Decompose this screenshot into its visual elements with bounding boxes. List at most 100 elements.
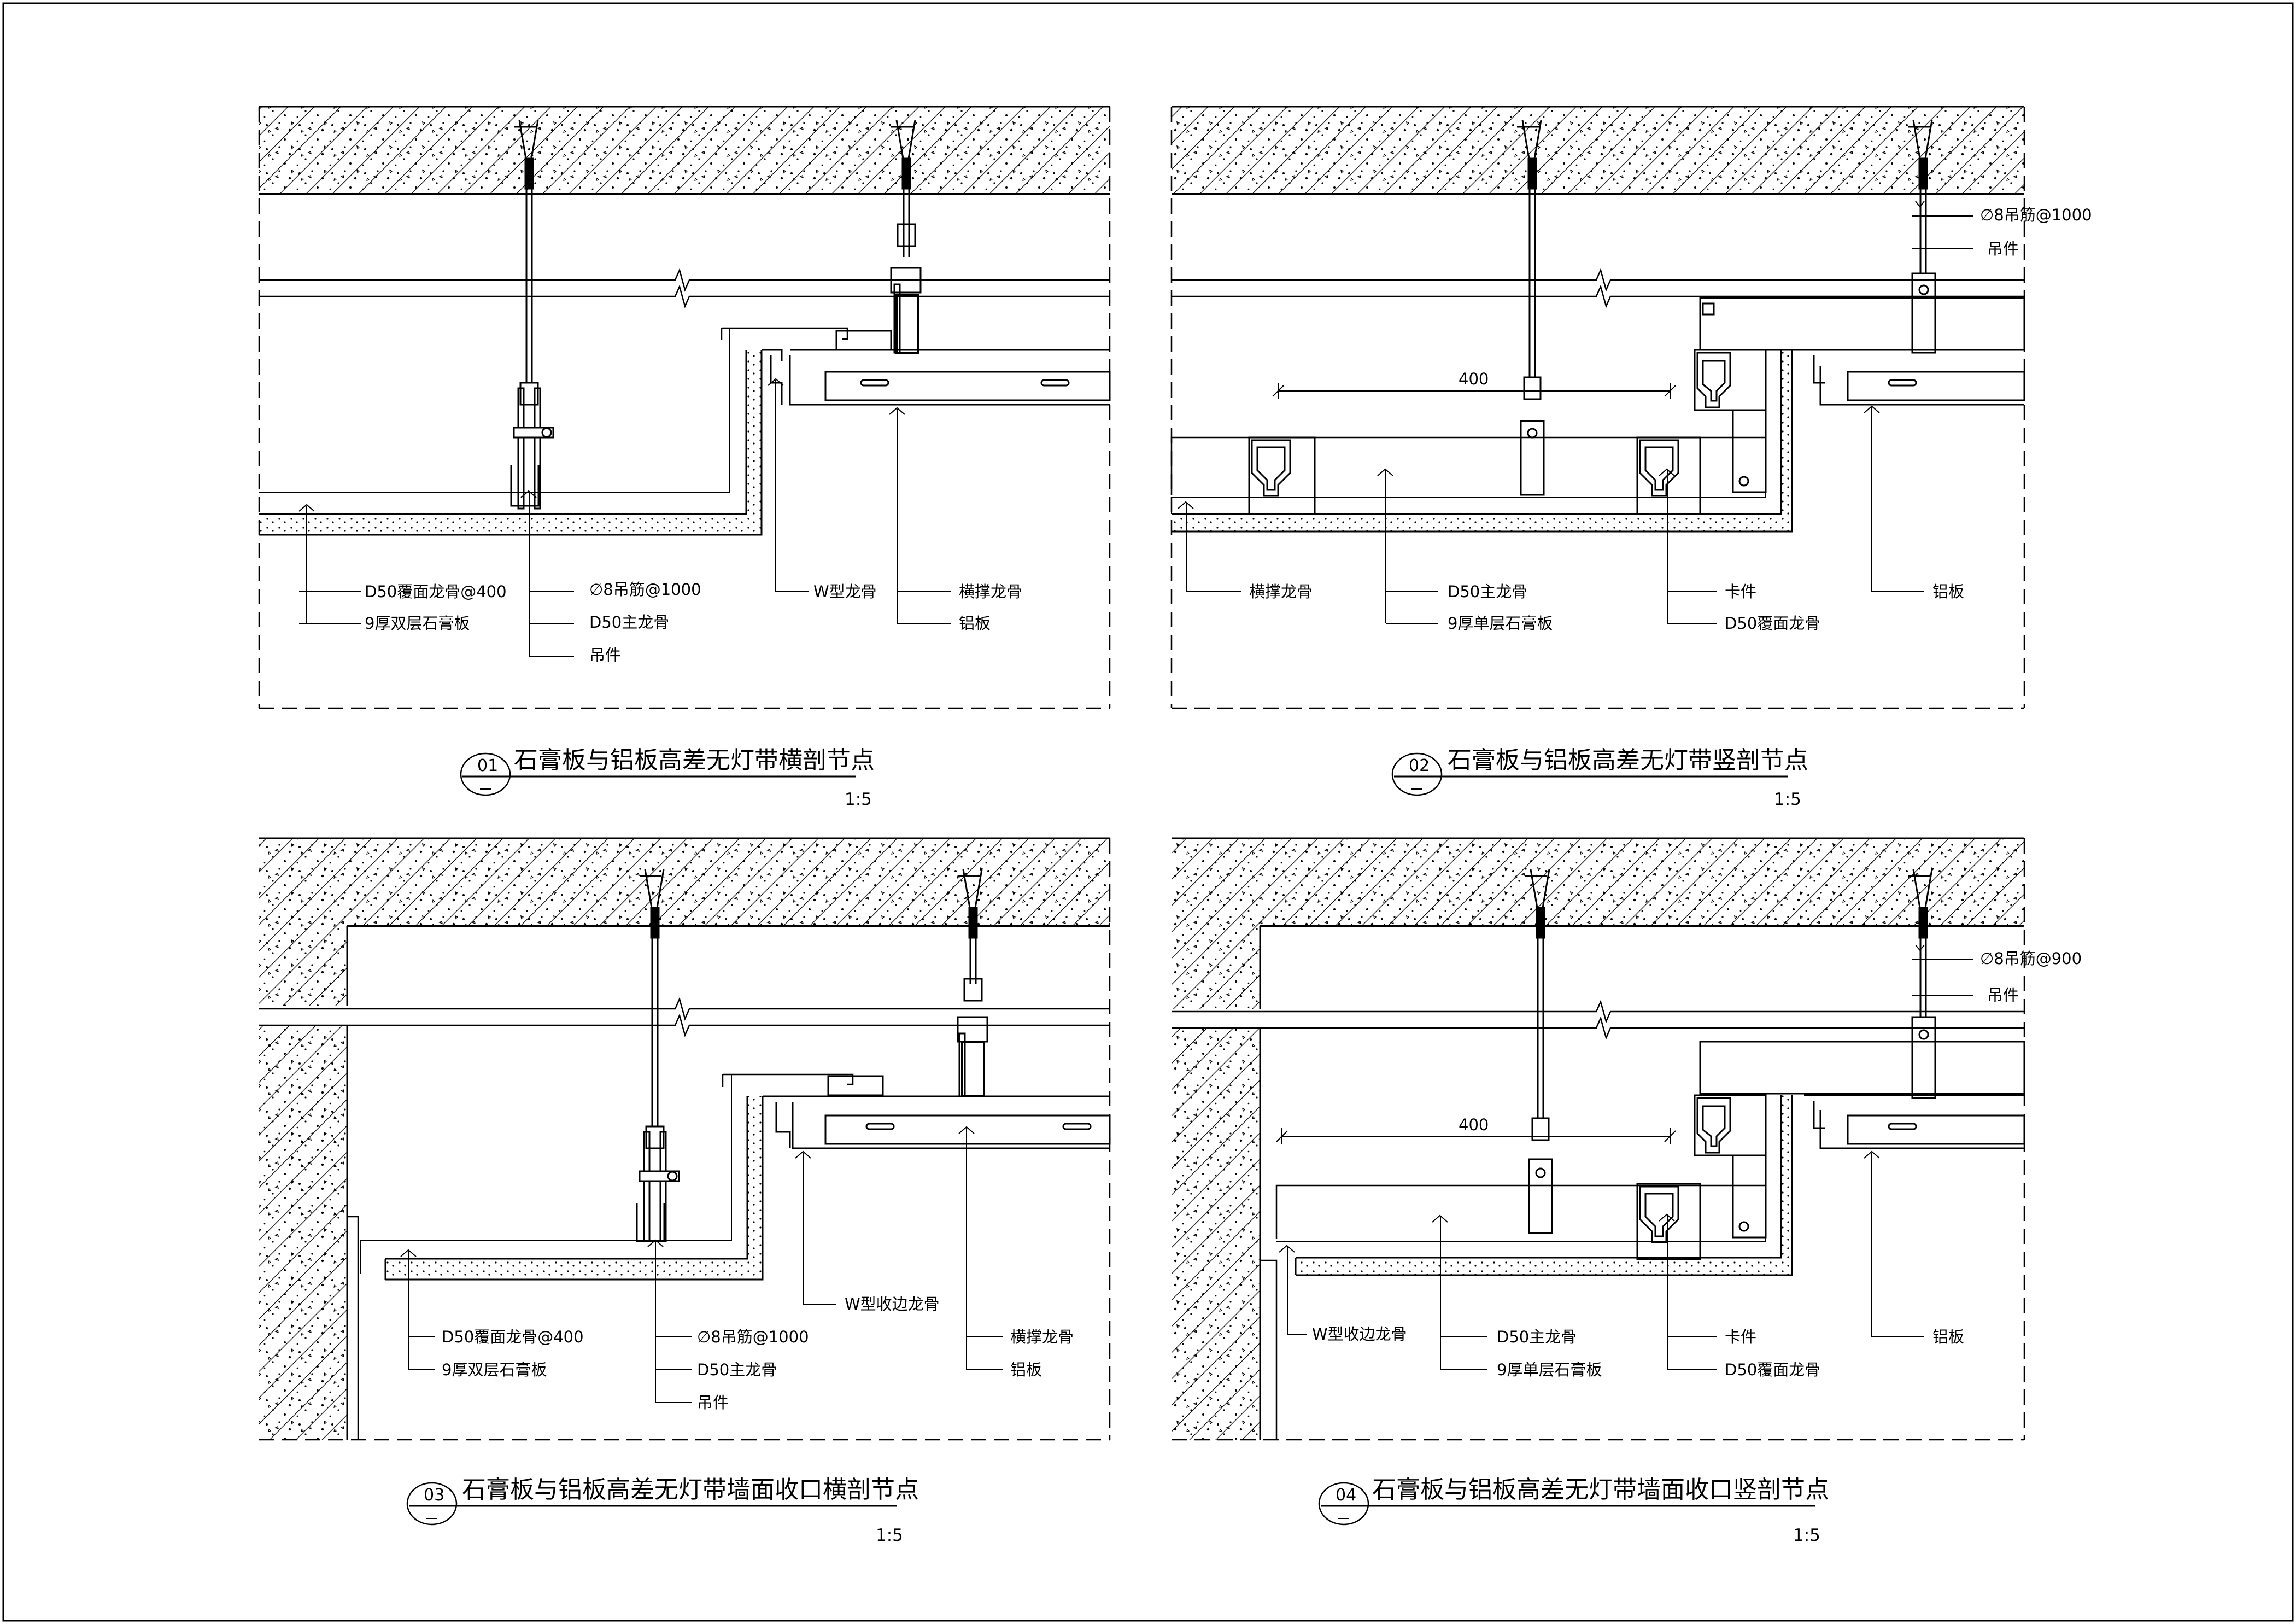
concrete-slab <box>259 837 1110 927</box>
label-cross-keel: 横撑龙骨 <box>1249 582 1313 601</box>
label-aluminum-panel: 铝板 <box>1932 1328 1964 1346</box>
label-gypsum-board: 9厚单层石膏板 <box>1448 614 1553 633</box>
label-w-edge-keel: W型收边龙骨 <box>1312 1325 1407 1343</box>
label-main-keel: D50主龙骨 <box>697 1360 777 1379</box>
label-aluminum-panel: 铝板 <box>959 614 991 633</box>
detail-scale: 1:5 <box>1774 790 1801 809</box>
label-hanger-rod: ∅8吊筋@900 <box>1980 949 2082 968</box>
label-covering-keel: D50覆面龙骨@400 <box>365 582 507 601</box>
detail-title: 石膏板与铝板高差无灯带墙面收口竖剖节点 <box>1372 1476 1829 1504</box>
detail-number: 01 <box>477 756 498 775</box>
concrete-slab <box>1172 106 2024 195</box>
break-lines <box>1172 1000 2024 1040</box>
detail-scale: 1:5 <box>876 1526 903 1545</box>
profile-clip-icon <box>1636 436 1701 515</box>
label-covering-keel: D50覆面龙骨 <box>1725 1360 1820 1379</box>
profile-left-icon <box>1248 436 1316 515</box>
aluminum-panel <box>1804 1094 2025 1149</box>
label-covering-keel: D50覆面龙骨@400 <box>442 1328 584 1346</box>
detail-02-vertical-section: 400 ∅8吊筋@1000 吊件 横撑龙骨 D50主龙骨 9厚单层石膏板 卡件 … <box>1170 106 2092 809</box>
leader-lines <box>400 1126 1003 1403</box>
anchor-bolt-left-icon <box>514 120 539 383</box>
dimension-line: 400 <box>1276 1115 1676 1144</box>
label-hanger: 吊件 <box>697 1393 729 1412</box>
gypsum-board-l-shape <box>347 1073 884 1440</box>
upper-keel-section <box>1699 297 2025 351</box>
gypsum-board-l-shape <box>259 327 892 536</box>
frame-outline <box>1172 838 2025 1441</box>
label-hanger-rod: ∅8吊筋@1000 <box>697 1328 809 1346</box>
detail-03-wall-horizontal-section: D50覆面龙骨@400 9厚双层石膏板 ∅8吊筋@1000 D50主龙骨 吊件 … <box>259 837 1111 1545</box>
label-hanger: 吊件 <box>1987 239 2019 258</box>
anchor-bolt-right-icon <box>1908 120 1936 354</box>
frame-outline <box>1170 107 2025 709</box>
detail-title: 石膏板与铝板高差无灯带墙面收口横剖节点 <box>462 1476 919 1504</box>
label-main-keel: D50主龙骨 <box>589 613 669 632</box>
detail-number: 04 <box>1336 1486 1356 1505</box>
gypsum-board-l-shape <box>1260 1095 1793 1440</box>
label-hanger-rod: ∅8吊筋@1000 <box>1980 206 2092 224</box>
label-hanger: 吊件 <box>589 646 621 664</box>
anchor-bolt-right-icon <box>891 120 916 257</box>
hanger-clip-left <box>636 1125 680 1242</box>
detail-title: 石膏板与铝板高差无灯带横剖节点 <box>514 746 875 774</box>
gypsum-board-l-shape <box>1170 350 1793 533</box>
anchor-bolt-left-icon <box>1517 120 1545 496</box>
concrete-slab <box>1172 837 2024 927</box>
concrete-wall <box>259 926 348 1440</box>
leader-lines <box>298 378 951 657</box>
label-main-keel: D50主龙骨 <box>1497 1328 1577 1346</box>
profile-upper-icon <box>1694 349 1767 411</box>
label-hanger: 吊件 <box>1987 986 2019 1004</box>
label-hanger-rod: ∅8吊筋@1000 <box>589 580 701 599</box>
labels-detail-04: ∅8吊筋@900 吊件 W型收边龙骨 D50主龙骨 9厚单层石膏板 卡件 D50… <box>1312 949 2082 1379</box>
anchor-bolt-left-icon <box>1525 869 1553 1234</box>
label-cross-keel: 横撑龙骨 <box>959 582 1022 601</box>
title-block-detail-02: 02 石膏板与铝板高差无灯带竖剖节点 1:5 <box>1391 746 1808 809</box>
anchor-bolt-right-icon <box>958 869 983 1002</box>
label-clip: 卡件 <box>1725 1328 1756 1346</box>
title-block-detail-03: 03 石膏板与铝板高差无灯带墙面收口横剖节点 1:5 <box>406 1476 919 1545</box>
label-w-edge-keel: W型收边龙骨 <box>845 1295 940 1313</box>
dimension-line: 400 <box>1272 370 1676 399</box>
hanger-clip-right <box>890 267 922 354</box>
detail-number: 03 <box>424 1486 444 1505</box>
detail-number: 02 <box>1409 756 1430 775</box>
title-block-detail-01: 01 石膏板与铝板高差无灯带横剖节点 1:5 <box>460 746 875 809</box>
dimension-value: 400 <box>1459 1115 1489 1134</box>
label-main-keel: D50主龙骨 <box>1448 582 1527 601</box>
label-gypsum-board: 9厚双层石膏板 <box>365 614 470 633</box>
title-block-detail-04: 04 石膏板与铝板高差无灯带墙面收口竖剖节点 1:5 <box>1318 1476 1829 1545</box>
label-w-keel: W型龙骨 <box>813 582 877 601</box>
label-clip: 卡件 <box>1725 582 1756 601</box>
leader-lines <box>1178 201 1973 624</box>
break-lines <box>1172 268 2024 308</box>
break-lines <box>259 997 1110 1037</box>
frame-outline <box>258 107 1111 709</box>
upper-keel-section <box>1699 1041 2025 1095</box>
concrete-slab <box>259 106 1110 195</box>
detail-01-horizontal-section: D50覆面龙骨@400 9厚双层石膏板 ∅8吊筋@1000 D50主龙骨 吊件 … <box>258 106 1111 809</box>
detail-title: 石膏板与铝板高差无灯带竖剖节点 <box>1448 746 1808 774</box>
label-gypsum-board: 9厚双层石膏板 <box>442 1360 547 1379</box>
detail-scale: 1:5 <box>1793 1526 1820 1545</box>
anchor-bolt-left-icon <box>640 869 665 1126</box>
label-cross-keel: 横撑龙骨 <box>1010 1328 1074 1346</box>
labels-detail-01: D50覆面龙骨@400 9厚双层石膏板 ∅8吊筋@1000 D50主龙骨 吊件 … <box>365 580 1022 664</box>
labels-detail-03: D50覆面龙骨@400 9厚双层石膏板 ∅8吊筋@1000 D50主龙骨 吊件 … <box>442 1295 1074 1412</box>
concrete-wall <box>1172 926 1261 1440</box>
label-aluminum-panel: 铝板 <box>1932 582 1964 601</box>
aluminum-panel <box>770 349 1111 406</box>
label-aluminum-panel: 铝板 <box>1010 1360 1042 1379</box>
frame-outline <box>259 838 1111 1441</box>
hanger-clip-left <box>510 382 554 510</box>
break-lines <box>259 268 1110 308</box>
label-covering-keel: D50覆面龙骨 <box>1725 614 1820 633</box>
detail-04-wall-vertical-section: 400 ∅8吊筋@900 吊件 W型收边龙骨 D50主龙骨 9厚单层石膏板 卡件… <box>1172 837 2082 1545</box>
aluminum-panel <box>775 1095 1111 1149</box>
label-gypsum-board: 9厚单层石膏板 <box>1497 1360 1602 1379</box>
profile-clip-icon <box>1636 1183 1701 1260</box>
hanger-clip-right <box>957 1016 988 1097</box>
